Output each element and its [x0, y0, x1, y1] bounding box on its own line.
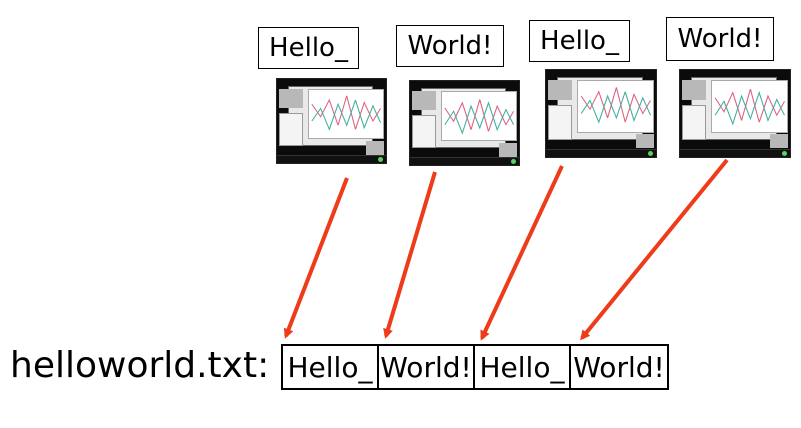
arrow-1 — [283, 177, 349, 339]
file-chunk-2: World! — [379, 346, 475, 388]
file-chunk-1: Hello_ — [283, 346, 379, 388]
packet-label-2: World! — [396, 25, 504, 67]
packet-label-3: Hello_ — [529, 20, 630, 62]
file-chunk-4: World! — [573, 350, 665, 384]
packet-label-4: World! — [666, 17, 774, 61]
arrow-4 — [580, 158, 729, 341]
screenshot-thumbnail-4 — [679, 69, 791, 158]
packet-label-1: Hello_ — [258, 27, 359, 69]
file-chunk-3: Hello_ — [475, 346, 571, 388]
screenshot-thumbnail-1 — [276, 78, 387, 164]
file-name-label: helloworld.txt: — [10, 345, 270, 386]
arrow-2 — [383, 171, 437, 339]
screenshot-thumbnail-2 — [409, 80, 520, 166]
screenshot-thumbnail-3 — [545, 69, 657, 158]
arrow-3 — [480, 165, 564, 341]
file-chunks-row: Hello_ World! Hello_ World! — [281, 344, 669, 390]
